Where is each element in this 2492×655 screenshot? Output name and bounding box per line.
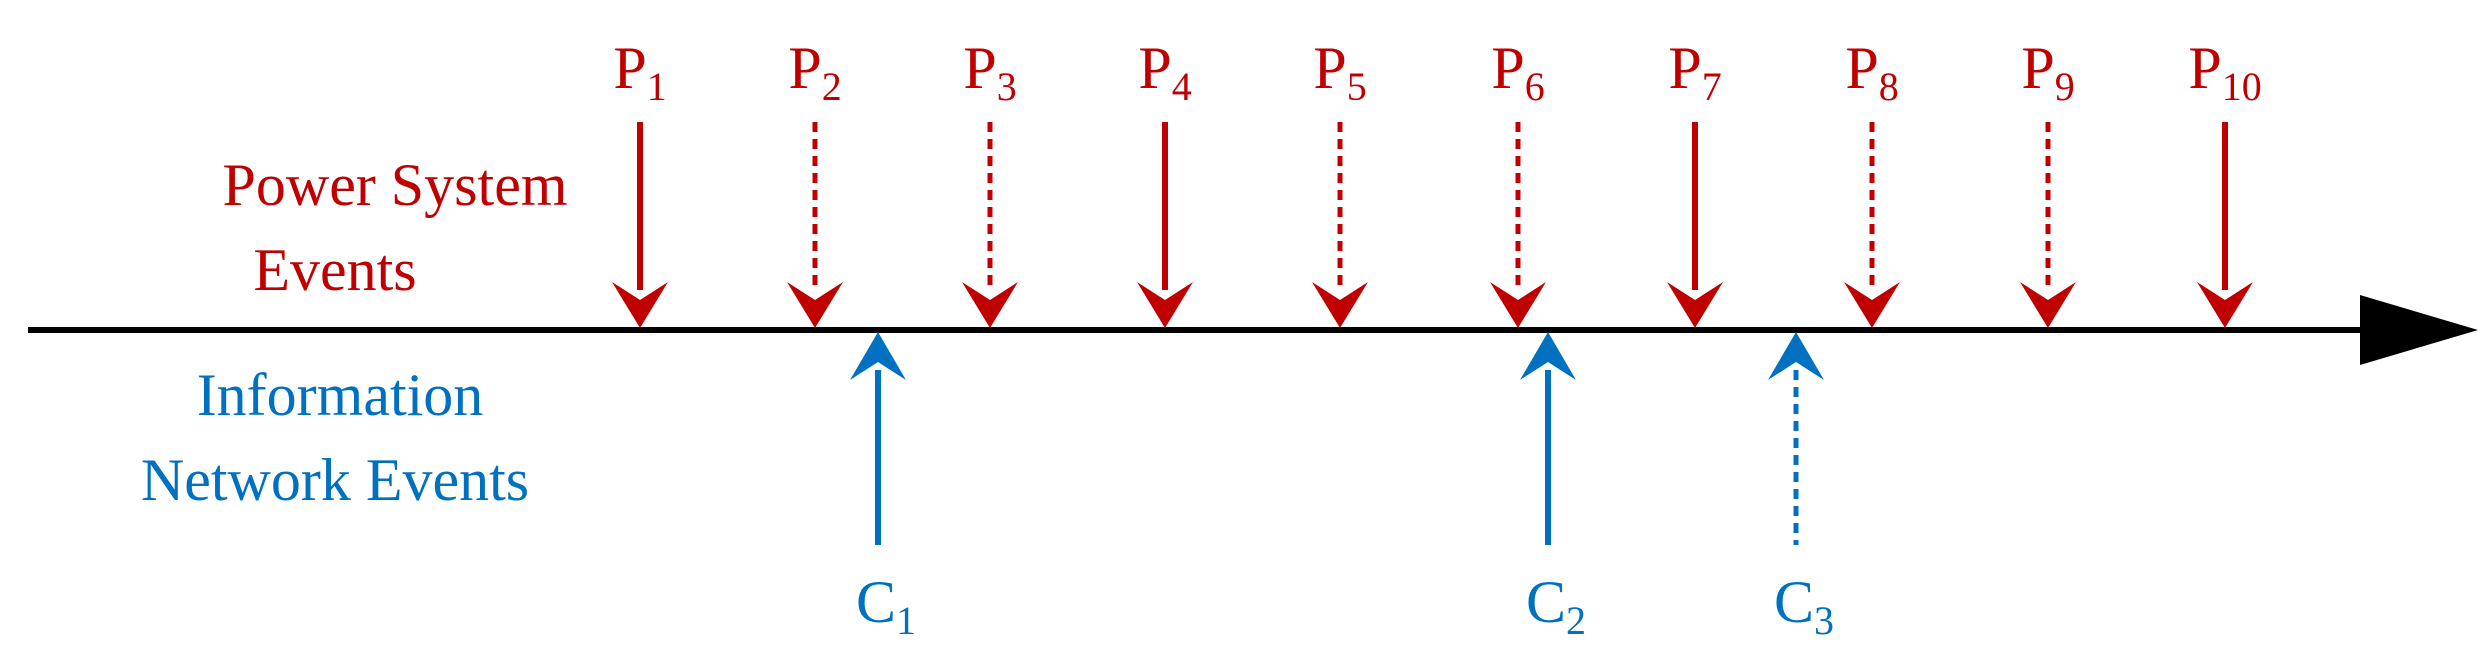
network-events-label-line2: Network Events bbox=[141, 447, 529, 513]
time-axis-arrowhead bbox=[2360, 295, 2478, 365]
network-event-label-2: C2 bbox=[1526, 569, 1586, 643]
power-event-label-4-subscript: 4 bbox=[1172, 64, 1192, 109]
network-event-label-3: C3 bbox=[1774, 569, 1834, 643]
power-event-label-1-base: P bbox=[613, 35, 646, 101]
power-event-arrowhead-9 bbox=[2020, 282, 2076, 328]
power-event-label-9: P9 bbox=[2021, 35, 2074, 109]
power-event-label-4: P4 bbox=[1138, 35, 1191, 109]
power-event-label-1: P1 bbox=[613, 35, 666, 109]
power-event-arrowhead-1 bbox=[612, 282, 668, 328]
network-event-label-1: C1 bbox=[856, 569, 916, 643]
network-event-arrowhead-3 bbox=[1768, 332, 1824, 380]
power-event-arrowhead-7 bbox=[1667, 282, 1723, 328]
power-event-arrowhead-8 bbox=[1844, 282, 1900, 328]
network-events-label-line1: Information bbox=[197, 362, 484, 428]
network-event-label-1-base: C bbox=[856, 569, 896, 635]
power-event-label-5: P5 bbox=[1313, 35, 1366, 109]
power-event-label-8-base: P bbox=[1845, 35, 1878, 101]
power-event-label-6-subscript: 6 bbox=[1525, 64, 1545, 109]
power-event-label-5-subscript: 5 bbox=[1347, 64, 1367, 109]
power-event-arrowhead-3 bbox=[962, 282, 1018, 328]
network-event-label-3-subscript: 3 bbox=[1814, 598, 1834, 643]
network-event-label-1-subscript: 1 bbox=[896, 598, 916, 643]
power-event-label-7-subscript: 7 bbox=[1702, 64, 1722, 109]
power-event-label-7: P7 bbox=[1668, 35, 1721, 109]
power-event-label-6: P6 bbox=[1491, 35, 1544, 109]
power-event-label-1-subscript: 1 bbox=[647, 64, 667, 109]
network-event-arrowhead-2 bbox=[1520, 332, 1576, 380]
power-event-label-7-base: P bbox=[1668, 35, 1701, 101]
network-event-label-2-base: C bbox=[1526, 569, 1566, 635]
power-event-label-3: P3 bbox=[963, 35, 1016, 109]
network-event-arrowhead-1 bbox=[850, 332, 906, 380]
power-event-label-4-base: P bbox=[1138, 35, 1171, 101]
power-event-label-8-subscript: 8 bbox=[1879, 64, 1899, 109]
power-event-arrowhead-4 bbox=[1137, 282, 1193, 328]
power-event-label-9-subscript: 9 bbox=[2055, 64, 2075, 109]
power-event-label-3-base: P bbox=[963, 35, 996, 101]
power-event-arrowhead-2 bbox=[787, 282, 843, 328]
network-event-label-3-base: C bbox=[1774, 569, 1814, 635]
power-event-label-6-base: P bbox=[1491, 35, 1524, 101]
power-event-label-5-base: P bbox=[1313, 35, 1346, 101]
power-event-arrowhead-5 bbox=[1312, 282, 1368, 328]
power-events-label-line1: Power System bbox=[223, 152, 568, 218]
power-event-label-8: P8 bbox=[1845, 35, 1898, 109]
power-event-arrowhead-10 bbox=[2197, 282, 2253, 328]
power-event-label-10-subscript: 10 bbox=[2222, 64, 2262, 109]
power-event-label-2-subscript: 2 bbox=[822, 64, 842, 109]
power-events-label-line2: Events bbox=[253, 237, 416, 303]
network-event-label-2-subscript: 2 bbox=[1566, 598, 1586, 643]
power-event-label-10-base: P bbox=[2188, 35, 2221, 101]
power-event-label-9-base: P bbox=[2021, 35, 2054, 101]
power-event-label-2-base: P bbox=[788, 35, 821, 101]
power-event-label-2: P2 bbox=[788, 35, 841, 109]
power-event-label-3-subscript: 3 bbox=[997, 64, 1017, 109]
power-event-label-10: P10 bbox=[2188, 35, 2261, 109]
power-event-arrowhead-6 bbox=[1490, 282, 1546, 328]
